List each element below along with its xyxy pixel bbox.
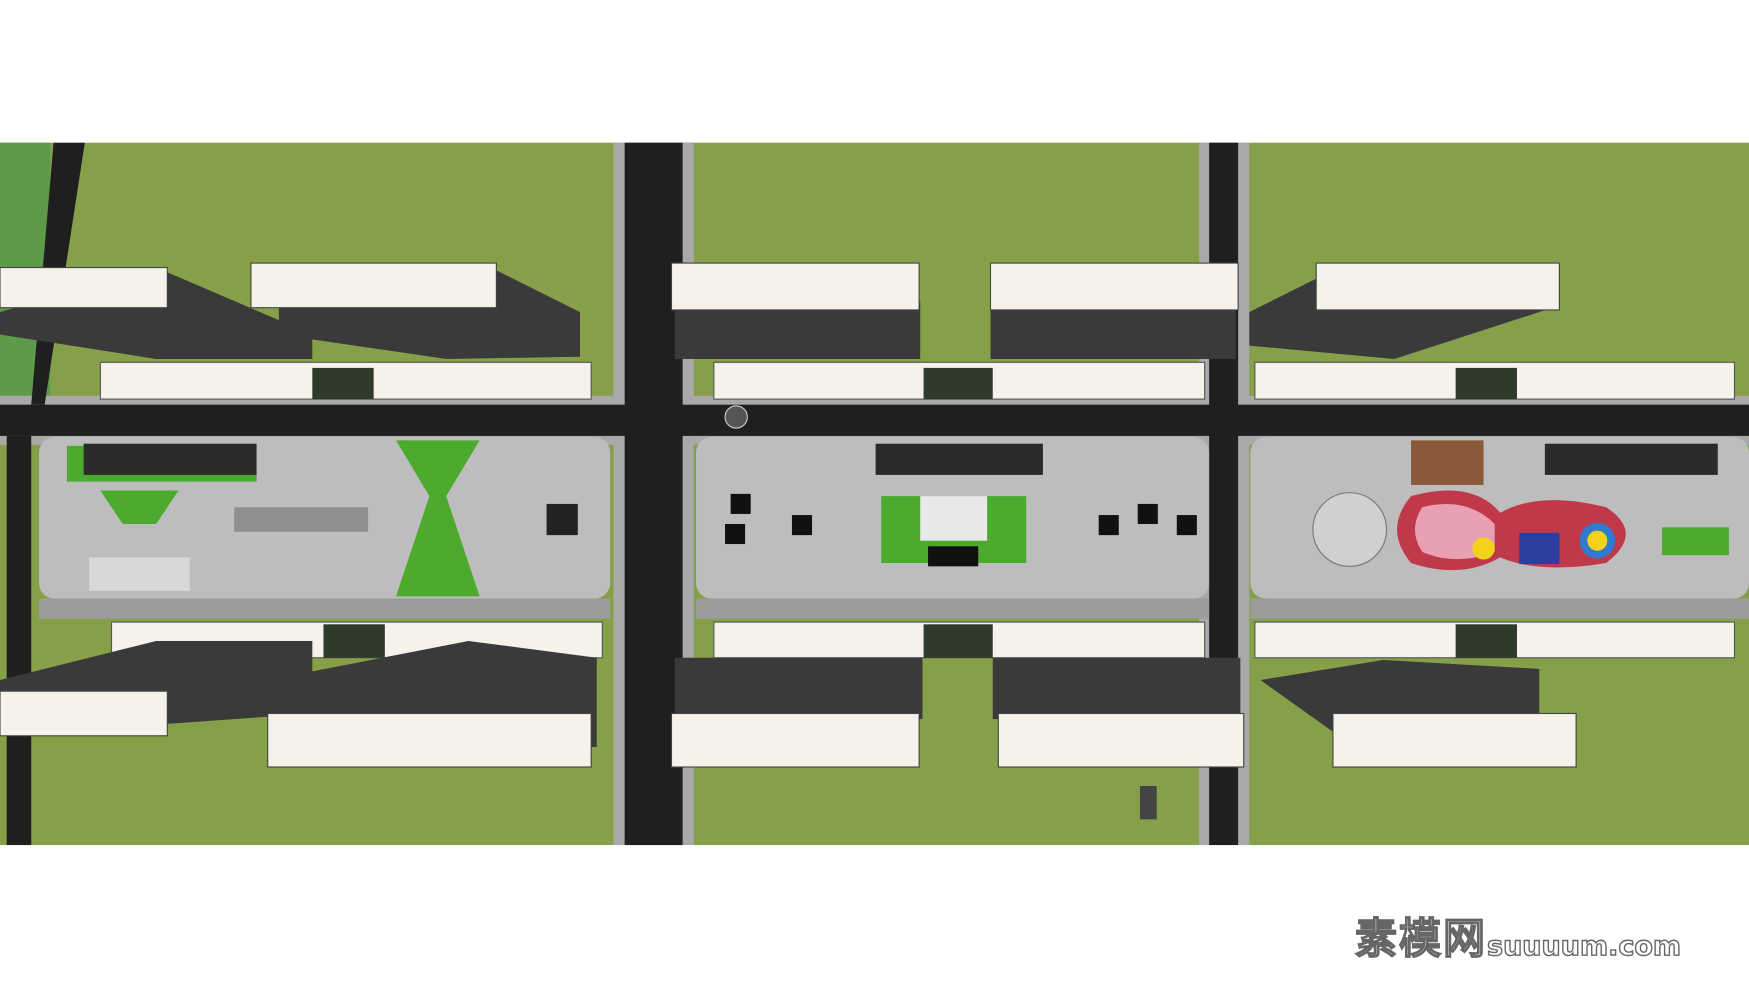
road-vertical-left xyxy=(6,435,32,846)
roundabout-marker xyxy=(724,405,748,429)
star-plaza xyxy=(1312,492,1388,567)
plazas xyxy=(39,437,1749,619)
road-horizontal xyxy=(0,404,1749,436)
roads xyxy=(0,142,1749,846)
tower-roofs xyxy=(0,262,1577,768)
gates xyxy=(312,367,1517,658)
watermark: 素模网 suuuum.com xyxy=(1354,913,1682,964)
watermark-brand: 素模网 xyxy=(1354,913,1488,963)
watermark-domain: suuuum.com xyxy=(1486,930,1682,962)
kiosk xyxy=(1139,785,1157,820)
